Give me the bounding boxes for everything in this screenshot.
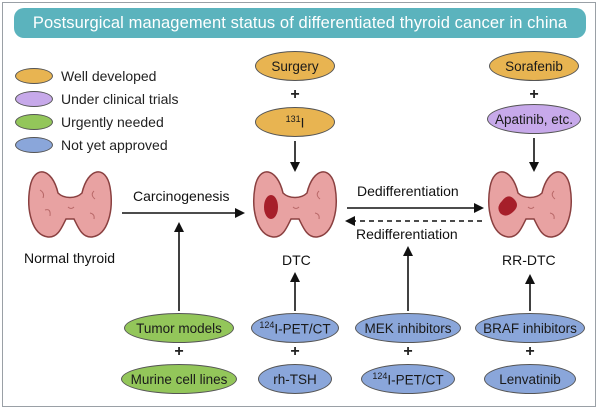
iodine-131-label: 131I	[285, 113, 305, 131]
dedifferentiation-label: Dedifferentiation	[357, 183, 459, 199]
apatinib-node: Apatinib, etc.	[487, 104, 581, 134]
murine-cell-lines-node: Murine cell lines	[121, 364, 237, 394]
plus-sign: +	[525, 343, 535, 360]
mek-inhibitors-node: MEK inhibitors	[355, 313, 461, 343]
legend-item-urgently-needed: Urgently needed	[15, 112, 164, 132]
legend-swatch-orange	[15, 68, 53, 84]
braf-inhibitors-node: BRAF inhibitors	[475, 313, 585, 343]
plus-sign: +	[174, 343, 184, 360]
rh-tsh-node: rh-TSH	[258, 364, 332, 394]
thyroid-tumor-icon	[253, 171, 337, 238]
pet-ct-label: 124I-PET/CT	[372, 370, 444, 388]
thyroid-icon	[28, 171, 112, 238]
legend-label: Urgently needed	[61, 114, 164, 130]
normal-thyroid-label: Normal thyroid	[24, 250, 116, 266]
legend-item-well-developed: Well developed	[15, 66, 156, 86]
plus-sign: +	[290, 343, 300, 360]
iodine-131-node: 131I	[255, 107, 335, 137]
legend-swatch-purple	[15, 91, 53, 107]
legend-swatch-green	[15, 114, 53, 130]
plus-sign: +	[403, 343, 413, 360]
tumor-models-node: Tumor models	[124, 313, 234, 343]
pet-ct-node: 124I-PET/CT	[361, 364, 455, 394]
surgery-node: Surgery	[255, 51, 335, 81]
legend-label: Well developed	[61, 68, 157, 84]
legend-item-clinical-trials: Under clinical trials	[15, 89, 178, 109]
legend-item-not-approved: Not yet approved	[15, 135, 168, 155]
lenvatinib-node: Lenvatinib	[484, 364, 576, 394]
thyroid-tumor-icon	[488, 171, 572, 238]
diagram-title: Postsurgical management status of differ…	[14, 8, 586, 38]
legend-label: Not yet approved	[61, 137, 168, 153]
sorafenib-node: Sorafenib	[489, 51, 579, 81]
dtc-label: DTC	[282, 252, 311, 268]
legend-swatch-blue	[15, 137, 53, 153]
pet-ct-label: 124I-PET/CT	[259, 319, 331, 337]
carcinogenesis-label: Carcinogenesis	[133, 188, 230, 204]
plus-sign: +	[290, 86, 300, 103]
plus-sign: +	[529, 86, 539, 103]
pet-ct-node: 124I-PET/CT	[251, 313, 339, 343]
diagram-frame	[2, 2, 596, 407]
legend-label: Under clinical trials	[61, 91, 179, 107]
rr-dtc-label: RR-DTC	[502, 252, 556, 268]
redifferentiation-label: Redifferentiation	[356, 226, 458, 242]
